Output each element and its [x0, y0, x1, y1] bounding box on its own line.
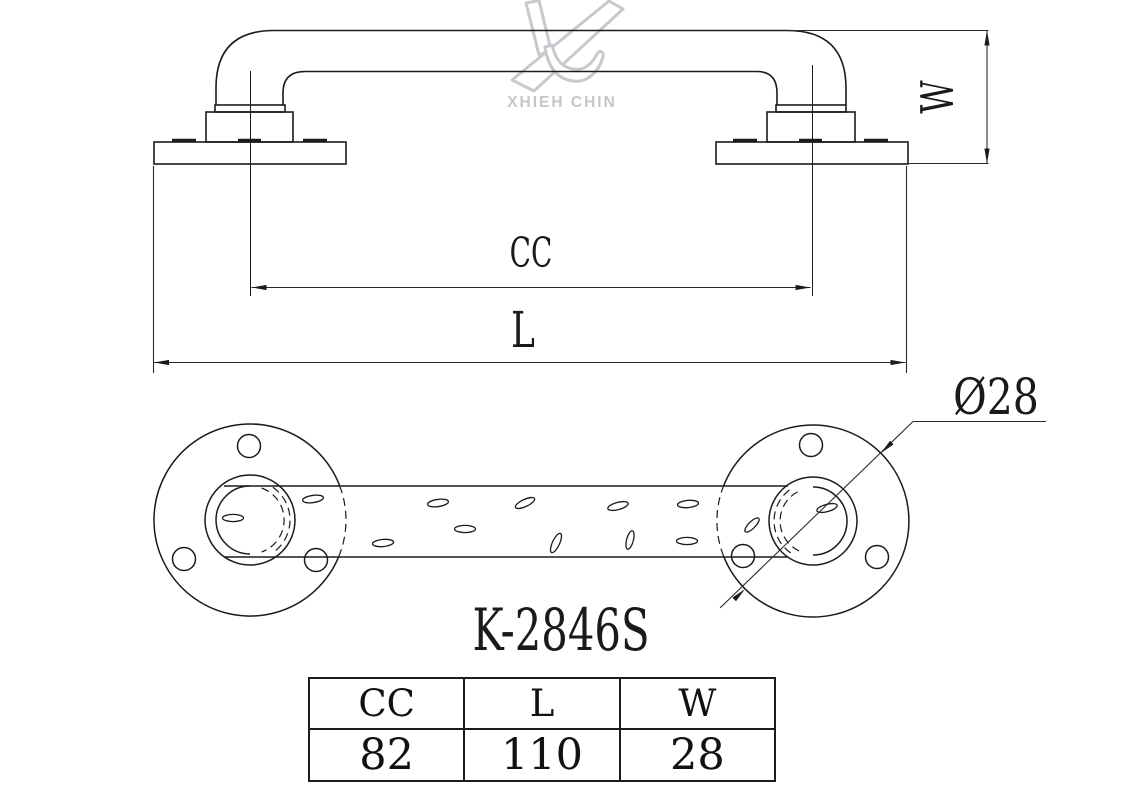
left-screw-hole-bl [171, 546, 197, 572]
left-neck [205, 111, 294, 143]
right-flange-outer-circle [722, 424, 910, 618]
right-screw-hole-top [798, 432, 824, 458]
right-flange-top-view [716, 424, 910, 618]
spec-table-value-row: 82 110 28 [307, 728, 777, 782]
logo-stroke-diagonal [510, 0, 625, 93]
l-dimension-label: L [511, 302, 535, 359]
spec-table-header-row: CC L W [307, 677, 777, 730]
dimension-lines [152, 29, 1046, 609]
left-collar-inner-arc [215, 485, 251, 555]
spec-header-l: L [463, 677, 621, 730]
right-flange-outer-hidden-arc [716, 485, 725, 557]
spec-value-w: 28 [618, 728, 777, 782]
handle-tube-inner-outline [282, 70, 778, 105]
spec-table: CC L W 82 110 28 [307, 677, 777, 782]
grip-texture-dimples [221, 494, 838, 554]
left-flange-outer-circle [153, 423, 341, 617]
right-collar-inner-arc [812, 486, 848, 556]
right-collar-hidden-arcs [773, 488, 800, 554]
spec-header-w: W [618, 677, 777, 730]
diameter-leader-diagonal [719, 421, 914, 609]
left-screw-hole-top [236, 433, 262, 459]
left-screw-hole-br [303, 547, 329, 573]
right-collar [775, 104, 847, 113]
spec-value-cc: 82 [307, 728, 466, 782]
spec-value-l: 110 [463, 728, 621, 782]
model-number-label: K-2846S [472, 596, 649, 664]
handle-tube-outer-outline [215, 29, 847, 105]
dimension-arrowheads [154, 30, 990, 602]
top-view [153, 423, 910, 618]
right-neck [766, 111, 856, 143]
watermark-brand-text: XHIEH CHIN [507, 94, 617, 111]
w-dimension-label: W [913, 80, 965, 114]
right-screw-hole-bl [730, 543, 756, 569]
left-collar-hidden-arcs [261, 486, 291, 554]
right-screw-hole-br [864, 544, 890, 570]
spec-header-cc: CC [307, 677, 466, 730]
mount-centerlines [250, 65, 813, 296]
cc-dimension-label: CC [510, 230, 553, 278]
watermark-logo [510, 0, 625, 93]
left-flange-top-view [153, 423, 347, 617]
right-collar-outer-circle [768, 476, 858, 566]
front-view [153, 29, 909, 296]
left-collar-outer-circle [204, 474, 296, 566]
left-flange-outer-hidden-arc [338, 485, 347, 557]
diameter-label: Ø28 [953, 368, 1039, 426]
